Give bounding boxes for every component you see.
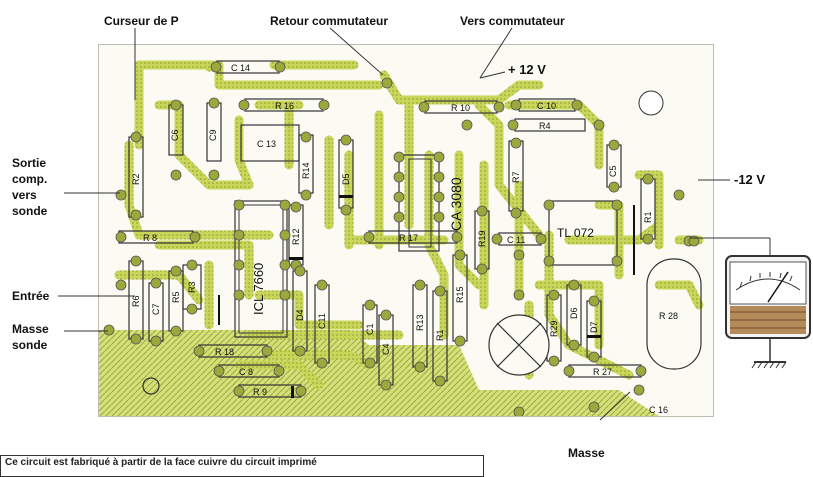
label-c8: C 8 bbox=[239, 367, 253, 377]
label-r5: R5 bbox=[171, 291, 181, 303]
label-r14: R14 bbox=[301, 162, 311, 179]
pcb-drawing: C 14 R 16 C 13 C6 C9 R14 D5 R 10 C 10 R4… bbox=[99, 60, 704, 418]
meter-icon bbox=[725, 255, 811, 369]
label-c14: C 14 bbox=[231, 63, 250, 73]
label-r1: R1 bbox=[435, 329, 445, 341]
label-c11: C11 bbox=[317, 313, 327, 329]
label-c13: C 13 bbox=[257, 139, 276, 149]
label-c7: C7 bbox=[151, 303, 161, 315]
marker-lines bbox=[218, 205, 635, 325]
label-r29: R29 bbox=[549, 320, 559, 337]
label-c6: C6 bbox=[170, 129, 180, 141]
label-r2: R2 bbox=[131, 173, 141, 185]
label-r10: R 10 bbox=[451, 103, 470, 113]
label-r28: R 28 bbox=[659, 311, 678, 321]
label-r15: R15 bbox=[455, 286, 465, 303]
label-r7: R7 bbox=[511, 171, 521, 183]
caption-text: Ce circuit est fabriqué à partir de la f… bbox=[5, 457, 317, 468]
label-ca3080: CA 3080 bbox=[448, 177, 464, 231]
label-masse-sonde-2: sonde bbox=[12, 338, 48, 352]
label-c16: C 16 bbox=[649, 405, 668, 415]
label-c10: C 10 bbox=[537, 101, 556, 111]
label-d6: D6 bbox=[569, 307, 579, 319]
diode-bands bbox=[289, 195, 601, 398]
label-r8: R 8 bbox=[143, 233, 157, 243]
caption-box: Ce circuit est fabriqué à partir de la f… bbox=[0, 455, 484, 477]
label-plus-12v: + 12 V bbox=[508, 62, 546, 77]
mounting-hole bbox=[638, 90, 664, 116]
label-r13: R13 bbox=[415, 314, 425, 331]
label-r4: R4 bbox=[539, 121, 551, 131]
label-r16: R 16 bbox=[275, 101, 294, 111]
label-curseur: Curseur de P bbox=[104, 14, 179, 28]
label-r3: R3 bbox=[187, 281, 197, 293]
label-r12: R12 bbox=[291, 228, 301, 245]
label-minus-12v: -12 V bbox=[734, 172, 766, 187]
label-sortie-vers: vers bbox=[12, 188, 37, 202]
label-r1b: R1 bbox=[643, 211, 653, 223]
label-d7: D7 bbox=[589, 321, 599, 333]
label-sortie-sonde: sonde bbox=[12, 204, 48, 218]
label-r9: R 9 bbox=[253, 387, 267, 397]
label-masse-sonde-1: Masse bbox=[12, 322, 49, 336]
label-icl: ICL 7660 bbox=[251, 263, 266, 315]
label-c9: C9 bbox=[208, 129, 218, 141]
label-r27: R 27 bbox=[593, 367, 612, 377]
component-labels: C 14 R 16 C 13 C6 C9 R14 D5 R 10 C 10 R4… bbox=[131, 63, 678, 415]
label-retour-commutateur: Retour commutateur bbox=[270, 14, 389, 28]
label-c11a: C 11 bbox=[507, 235, 525, 245]
lamp-symbol bbox=[488, 314, 550, 376]
label-d5: D5 bbox=[341, 173, 351, 185]
pads bbox=[103, 61, 700, 418]
label-r6: R6 bbox=[131, 295, 141, 307]
label-masse: Masse bbox=[568, 446, 605, 460]
pcb-board: C 14 R 16 C 13 C6 C9 R14 D5 R 10 C 10 R4… bbox=[98, 44, 714, 418]
label-sortie-comp: comp. bbox=[12, 172, 48, 186]
label-sortie: Sortie bbox=[12, 156, 47, 170]
label-c4: C4 bbox=[381, 343, 391, 355]
label-entree: Entrée bbox=[12, 289, 50, 303]
label-c5: C5 bbox=[608, 165, 618, 177]
label-c1: C1 bbox=[365, 323, 375, 335]
label-r18: R 18 bbox=[215, 347, 234, 357]
label-d4: D4 bbox=[295, 309, 305, 321]
leader-lines bbox=[58, 27, 771, 421]
label-tl072: TL 072 bbox=[557, 226, 594, 240]
label-vers-commutateur: Vers commutateur bbox=[460, 14, 565, 28]
label-r17: R 17 bbox=[399, 233, 418, 243]
label-r19: R19 bbox=[477, 230, 487, 247]
